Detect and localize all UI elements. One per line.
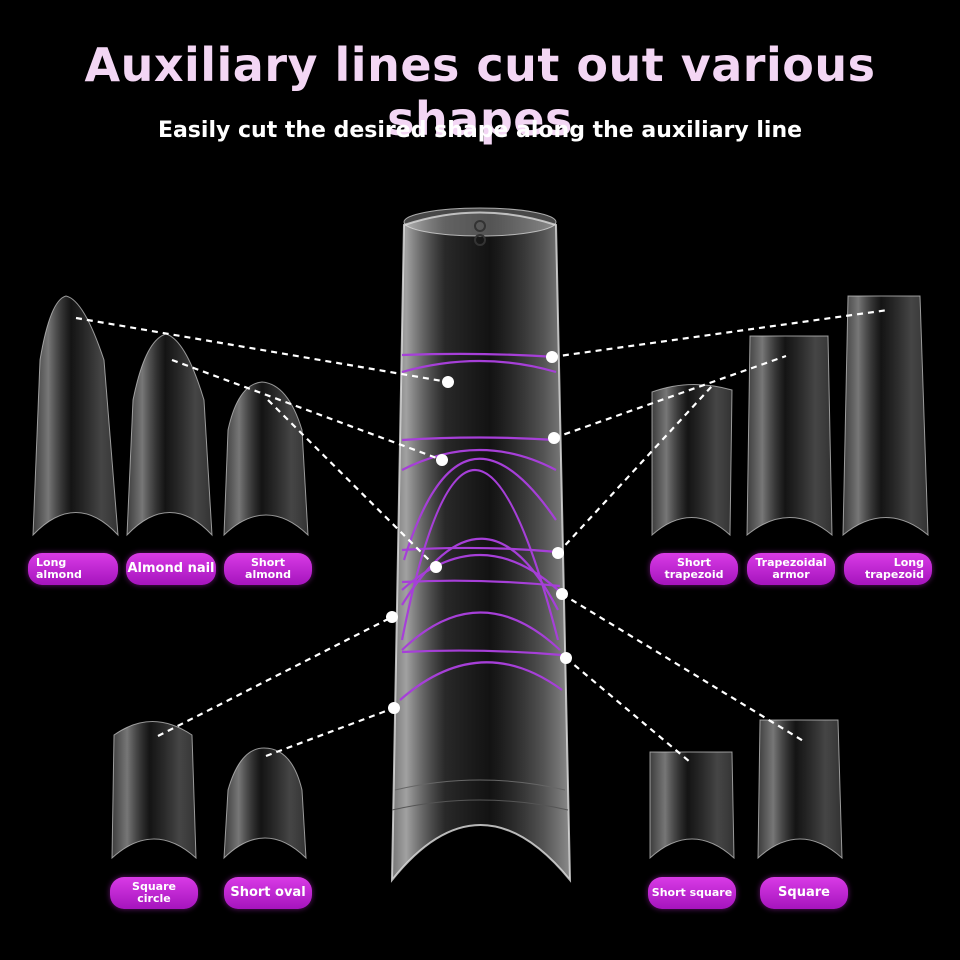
label-long-trapezoid: Long trapezoid — [844, 553, 932, 585]
label-square: Square — [760, 877, 848, 909]
tip-square-circle — [111, 721, 197, 860]
label-almond-nail: Almond nail — [126, 553, 216, 585]
label-short-oval: Short oval — [224, 877, 312, 909]
tip-long-almond — [32, 295, 119, 537]
tip-trapezoidal-armor — [746, 335, 833, 537]
subheadline: Easily cut the desired shape along the a… — [157, 118, 803, 143]
label-short-almond: Short almond — [224, 553, 312, 585]
tip-long-trapezoid — [842, 295, 929, 537]
connector-lines — [75, 308, 889, 763]
label-square-circle: Square circle — [110, 877, 198, 909]
tip-short-oval — [223, 747, 307, 860]
tip-short-square — [649, 751, 735, 860]
label-long-almond: Long almond — [28, 553, 118, 585]
tip-square — [757, 719, 843, 860]
tip-short-trapezoid — [651, 384, 733, 537]
guide-curves — [399, 352, 563, 701]
marker-dots — [386, 351, 572, 714]
label-short-trapezoid: Short trapezoid — [650, 553, 738, 585]
label-short-square: Short square — [648, 877, 736, 909]
main-nail-tip — [390, 207, 572, 883]
tip-short-almond — [223, 381, 309, 537]
tip-almond-nail — [126, 333, 213, 537]
headline: Auxiliary lines cut out various shapes — [84, 38, 876, 146]
label-trapezoidal-armor: Trapezoidal armor — [747, 553, 835, 585]
